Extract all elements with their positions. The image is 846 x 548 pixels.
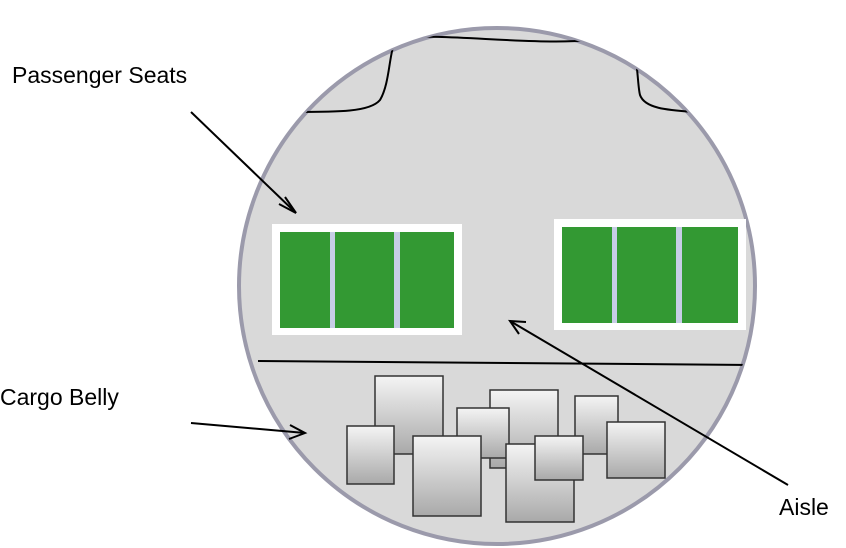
passenger-seats-label: Passenger Seats	[12, 62, 188, 88]
seat	[280, 232, 332, 328]
passenger-seats-arrowhead	[278, 196, 297, 214]
cabin-ceiling-line	[287, 34, 717, 115]
cargo-box	[534, 435, 584, 481]
cargo-belly-arrow	[190, 422, 306, 434]
cargo-box	[412, 435, 482, 517]
passenger-seats-arrow	[190, 111, 297, 214]
cargo-box	[606, 421, 666, 479]
cargo-belly-arrowhead	[288, 424, 308, 440]
cabin-floor-line	[257, 360, 753, 366]
aisle-arrowhead	[508, 319, 527, 335]
seat	[682, 227, 738, 323]
aisle-arrow	[509, 320, 789, 486]
cargo-box	[346, 425, 395, 485]
seat-row-right	[554, 219, 746, 330]
seat	[562, 227, 612, 323]
seat-divider	[612, 227, 617, 323]
cargo-boxes	[346, 375, 666, 523]
seat-row-left	[272, 224, 462, 335]
seat-divider	[676, 227, 682, 323]
annotation-arrows	[190, 111, 789, 486]
aisle-label: Aisle	[779, 494, 829, 520]
seat	[400, 232, 454, 328]
fuselage-circle	[237, 26, 757, 546]
seat	[616, 227, 676, 323]
seat	[335, 232, 394, 328]
seat-divider	[394, 232, 400, 328]
cargo-belly-label: Cargo Belly	[0, 384, 119, 410]
seat-divider	[330, 232, 335, 328]
